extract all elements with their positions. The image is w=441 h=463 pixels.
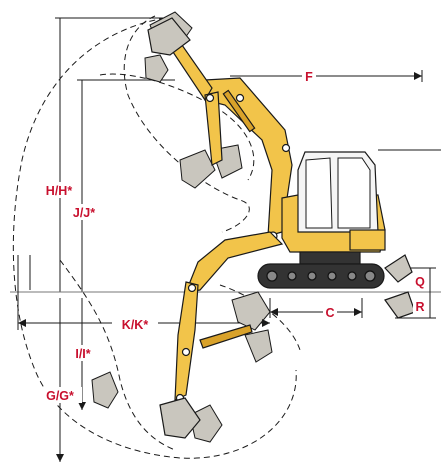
outer-envelope-line	[12, 17, 297, 459]
c-arrow-right	[354, 308, 362, 316]
f-arrow-right	[414, 72, 422, 80]
label-ii: I/I*	[75, 347, 90, 361]
ghost-bucket-lower-mid	[244, 329, 273, 363]
k-arrow-right	[262, 319, 270, 327]
lowered-bucket	[159, 397, 201, 439]
dozer-blade-up	[384, 254, 413, 283]
i-arrow-bottom	[78, 402, 86, 410]
dimension-arrows	[18, 72, 422, 462]
cab-window	[305, 157, 333, 229]
label-f: F	[305, 70, 313, 84]
upper-arc-line	[123, 15, 250, 233]
reach-envelope	[12, 15, 301, 459]
lowered-boom-assembly	[159, 231, 284, 439]
dimension-labels: F H/H* J/J* K/K* I/I* G/G* C Q R	[38, 68, 427, 403]
label-jj: J/J*	[73, 206, 95, 220]
raised-cylinder	[222, 89, 256, 133]
raised-arm-stick	[204, 91, 223, 166]
dozer-blade-down	[384, 291, 416, 319]
counterweight	[349, 229, 386, 251]
label-gg: G/G*	[46, 389, 74, 403]
raised-boom-assembly	[147, 17, 293, 241]
raised-pin-3	[281, 143, 291, 153]
lower-arc-line	[59, 259, 176, 451]
ghost-bucket-mid	[179, 149, 216, 189]
ghost-bucket-upper	[144, 54, 169, 83]
ghost-bucket-left	[91, 371, 119, 409]
track	[257, 263, 385, 289]
track-rollers	[266, 270, 376, 282]
c-arrow-left	[270, 308, 278, 316]
label-r: R	[415, 300, 424, 314]
lowered-pin-1	[187, 283, 197, 293]
raised-pin-2	[235, 93, 245, 103]
excavator-body	[257, 151, 416, 319]
label-hh: H/H*	[46, 184, 73, 198]
cab-rear-window	[337, 157, 371, 229]
undercarriage	[299, 251, 361, 265]
lowered-cylinder	[199, 324, 253, 349]
lowered-pin-2	[181, 347, 191, 357]
lowered-arm	[174, 281, 199, 401]
label-kk: K/K*	[122, 318, 149, 332]
raised-pin-1	[205, 93, 215, 103]
ghost-bucket-bottom	[189, 404, 223, 443]
g-arrow-bottom	[56, 454, 64, 462]
label-c: C	[325, 306, 334, 320]
k-arrow-left	[18, 319, 26, 327]
raised-bucket	[147, 17, 191, 56]
label-q: Q	[415, 275, 425, 289]
